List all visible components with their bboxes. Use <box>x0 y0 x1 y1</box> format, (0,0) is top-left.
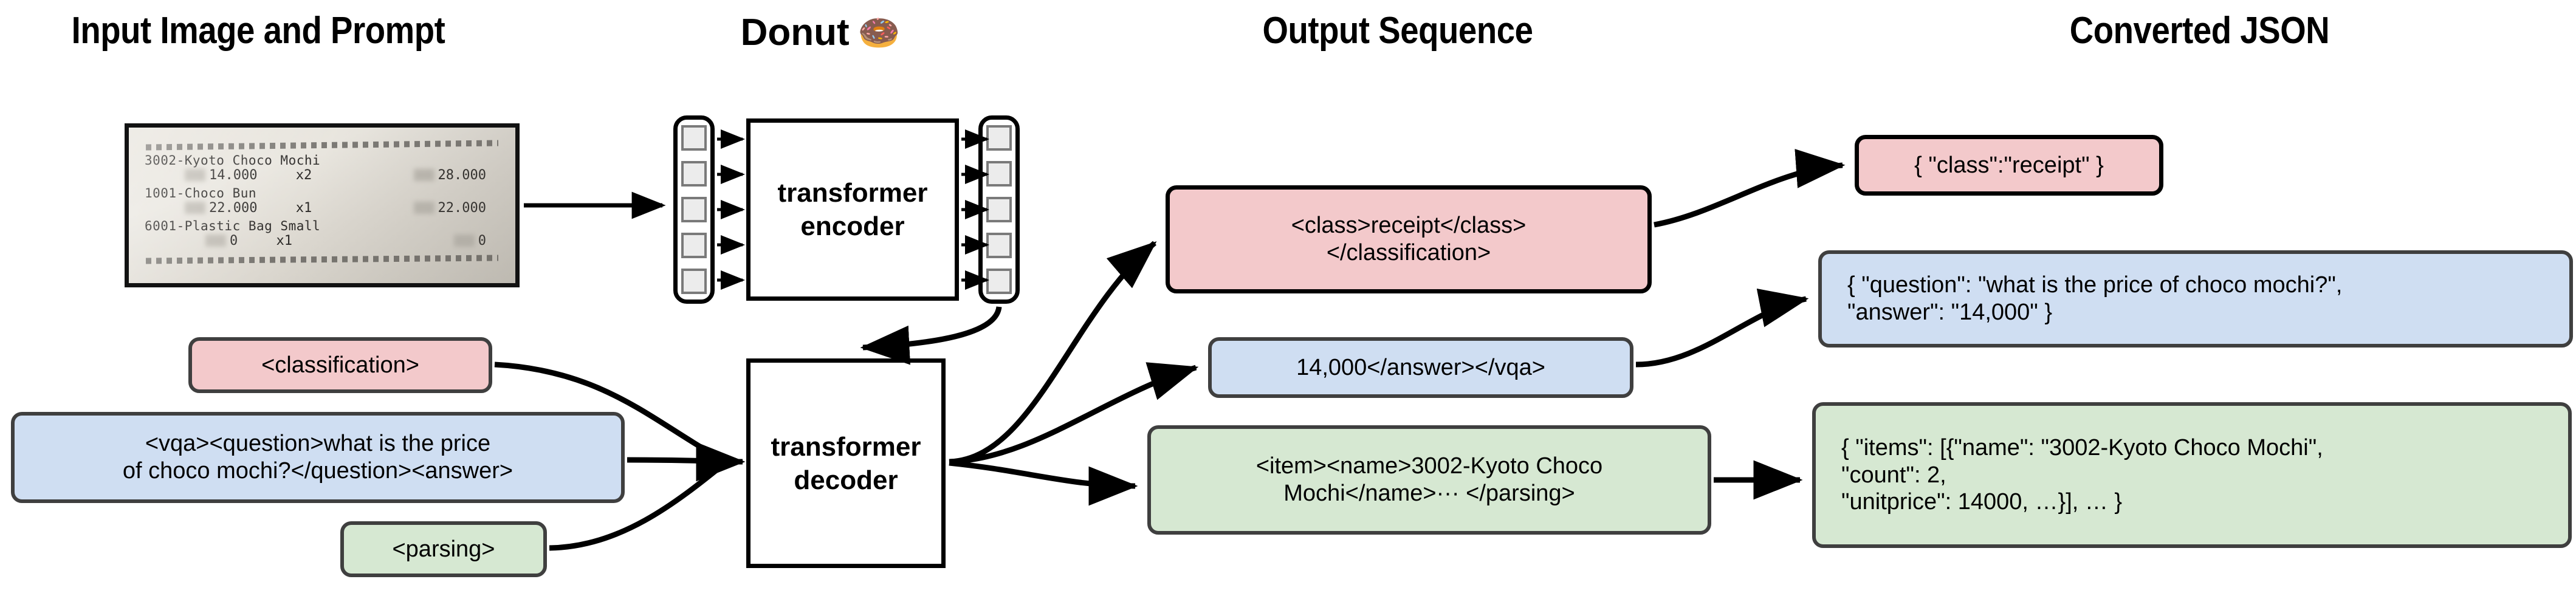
redaction-blur <box>453 235 475 247</box>
receipt-qty: x1 <box>295 200 312 216</box>
redaction-blur <box>185 169 205 181</box>
receipt-item-amounts: 22.000 x1 22.000 <box>145 202 500 220</box>
header-donut-group: Donut 🍩 <box>668 11 972 54</box>
transformer-decoder-label: transformer decoder <box>771 431 921 495</box>
receipt-divider-top <box>145 140 499 151</box>
prompt-vqa-box[interactable]: <vqa><question>what is the price of choc… <box>11 412 625 503</box>
patch-token-icon <box>986 197 1012 222</box>
receipt-item-name: 1001-Choco Bun <box>145 186 257 200</box>
encoder-output-token-strip <box>978 115 1020 304</box>
arrow-output-to-json-classification <box>1654 149 1846 228</box>
receipt-line-total: 28.000 <box>438 168 486 183</box>
json-vqa-box[interactable]: { "question": "what is the price of choc… <box>1818 250 2573 348</box>
output-parsing-box[interactable]: <item><name>3002-Kyoto Choco Mochi</name… <box>1147 425 1711 535</box>
prompt-vqa-text: <vqa><question>what is the price of choc… <box>122 431 513 484</box>
header-converted-json: Converted JSON <box>2069 10 2330 52</box>
patch-token-icon <box>986 125 1012 151</box>
receipt-line-total: 0 <box>478 233 486 248</box>
redaction-blur <box>413 202 434 214</box>
patch-token-icon <box>681 269 707 294</box>
prompt-parsing-box[interactable]: <parsing> <box>340 521 547 577</box>
arrow-decoder-to-output-parsing <box>949 460 1138 506</box>
transformer-encoder-block: transformer encoder <box>746 118 959 301</box>
transformer-decoder-block: transformer decoder <box>746 358 946 568</box>
header-input-image-and-prompt: Input Image and Prompt <box>71 10 445 52</box>
output-classification-text: <class>receipt</class> </classification> <box>1291 213 1527 265</box>
json-parsing-box[interactable]: { "items": [{"name": "3002-Kyoto Choco M… <box>1812 402 2572 548</box>
arrow-encoder-to-decoder <box>860 306 1002 365</box>
transformer-encoder-label: transformer encoder <box>777 178 928 241</box>
patch-token-icon <box>986 233 1012 258</box>
receipt-unit-price: 14.000 <box>209 168 258 183</box>
patch-token-icon <box>986 161 1012 187</box>
receipt-item-amounts: 0 x1 0 <box>145 235 500 253</box>
patch-token-icon <box>681 197 707 222</box>
output-classification-box[interactable]: <class>receipt</class> </classification> <box>1166 185 1652 293</box>
redaction-blur <box>413 169 434 181</box>
encoder-input-token-strip <box>673 115 715 304</box>
input-receipt-image: 3002-Kyoto Choco Mochi 14.000 x2 28.000 … <box>125 123 520 287</box>
receipt-divider-bottom <box>145 255 499 264</box>
receipt-qty: x1 <box>276 233 293 248</box>
output-vqa-text: 14,000</answer></vqa> <box>1296 354 1545 380</box>
receipt-line-total: 22.000 <box>438 200 486 216</box>
receipt-item-name: 6001-Plastic Bag Small <box>145 219 321 233</box>
redaction-blur <box>185 202 205 214</box>
json-classification-box[interactable]: { "class":"receipt" } <box>1855 135 2163 196</box>
donut-icon: 🍩 <box>857 13 901 52</box>
json-parsing-text: { "items": [{"name": "3002-Kyoto Choco M… <box>1841 434 2323 515</box>
arrow-vqa-prompt-to-decoder <box>627 457 727 465</box>
receipt-text: 3002-Kyoto Choco Mochi 14.000 x2 28.000 … <box>129 128 515 283</box>
prompt-classification-box[interactable]: <classification> <box>188 337 492 393</box>
json-classification-text: { "class":"receipt" } <box>1914 152 2104 178</box>
patch-token-icon <box>681 233 707 258</box>
json-vqa-text: { "question": "what is the price of choc… <box>1847 272 2343 325</box>
patch-token-icon <box>681 125 707 151</box>
redaction-blur <box>205 235 226 247</box>
output-parsing-text: <item><name>3002-Kyoto Choco Mochi</name… <box>1255 453 1603 506</box>
arrows-tokens-into-encoder <box>717 129 746 290</box>
patch-token-icon <box>681 161 707 187</box>
header-donut: Donut <box>740 12 850 53</box>
receipt-unit-price: 0 <box>230 233 238 248</box>
arrow-output-to-json-vqa <box>1635 288 1809 368</box>
patch-token-icon <box>986 269 1012 294</box>
receipt-item-name: 3002-Kyoto Choco Mochi <box>145 153 321 168</box>
output-vqa-box[interactable]: 14,000</answer></vqa> <box>1208 337 1633 398</box>
receipt-qty: x2 <box>295 168 312 183</box>
prompt-parsing-text: <parsing> <box>392 536 495 562</box>
receipt-item-amounts: 14.000 x2 28.000 <box>145 169 500 187</box>
receipt-unit-price: 22.000 <box>209 200 258 216</box>
prompt-classification-text: <classification> <box>261 352 419 378</box>
header-output-sequence: Output Sequence <box>1262 10 1533 52</box>
